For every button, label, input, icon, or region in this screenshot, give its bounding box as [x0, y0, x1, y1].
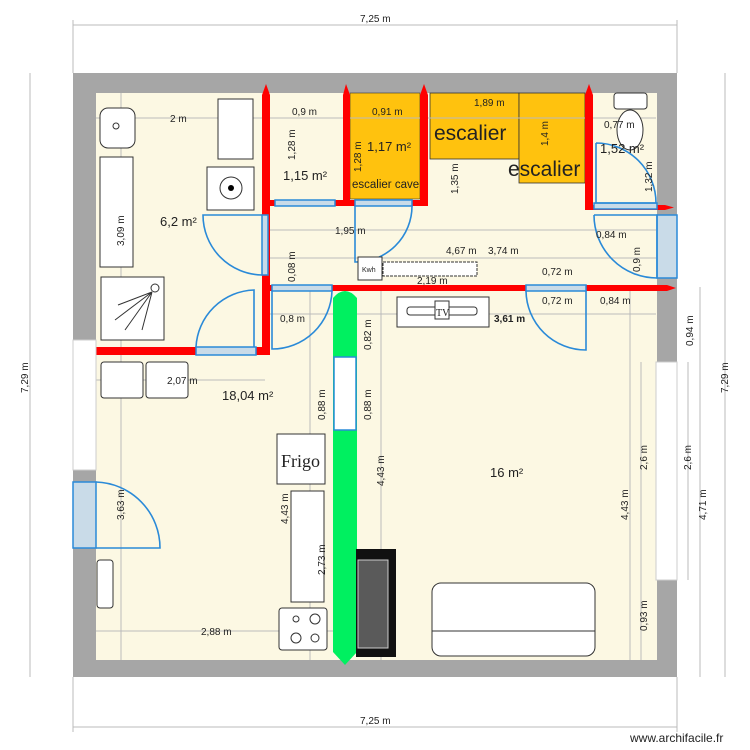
dim-radiator: 2,19 m [417, 276, 448, 287]
shower [100, 276, 165, 341]
watermark: www.archifacile.fr [629, 731, 723, 745]
fridge: Frigo [276, 433, 326, 485]
closet-area: 1,15 m² [283, 168, 328, 183]
dim-hall-0-08: 0,08 m [287, 251, 298, 282]
fireplace [356, 549, 396, 657]
meter-label: Kwh [362, 267, 376, 274]
dim-right-2-6-inner: 2,6 m [639, 445, 650, 470]
double-sink [100, 361, 189, 399]
dim-living-0-84: 0,84 m [600, 296, 631, 307]
kitchen-counter [290, 490, 325, 603]
dim-kitchen-2-07: 2,07 m [167, 376, 198, 387]
dim-opening-right: 0,88 m [363, 389, 374, 420]
dim-wc-door: 0,84 m [596, 230, 627, 241]
vertical-dimension-labels: 7,29 m 7,29 m 4,71 m 2,6 m 2,6 m 4,43 m … [20, 121, 731, 631]
radiator-left [96, 559, 114, 609]
washing-machine [217, 98, 254, 160]
tv-cabinet: TV [396, 296, 490, 328]
dim-stairs1-height: 1,35 m [450, 163, 461, 194]
dim-hall-4-67: 4,67 m [446, 246, 477, 257]
dimension-labels: 7,25 m 7,25 m 2 m 0,9 m 0,91 m 1,89 m 0,… [167, 14, 723, 745]
dim-bath-height: 3,09 m [116, 215, 127, 246]
dim-cellar-width: 0,91 m [372, 107, 403, 118]
dim-door-0-8: 0,8 m [280, 314, 305, 325]
dim-stairs-width: 1,89 m [474, 98, 505, 109]
sofa [431, 582, 596, 657]
dim-hall-3-74: 3,74 m [488, 246, 519, 257]
dim-wc-width: 0,77 m [604, 120, 635, 131]
tv-label: TV [436, 308, 450, 319]
dim-bath-width: 2 m [170, 114, 187, 125]
dim-wc-height: 1,32 m [644, 161, 655, 192]
dim-top-total: 7,25 m [360, 14, 391, 25]
electric-meter: Kwh [357, 256, 383, 281]
dim-wall-0-82: 0,82 m [363, 319, 374, 350]
sink-bathroom [99, 107, 136, 149]
fridge-label: Frigo [281, 451, 320, 471]
dim-closet-height: 1,28 m [287, 129, 298, 160]
dim-bottom-total: 7,25 m [360, 716, 391, 727]
bathtub [99, 156, 134, 268]
dim-left-total: 7,29 m [20, 362, 31, 393]
toilet [613, 92, 648, 151]
dim-wc-door-0-9: 0,9 m [632, 247, 643, 272]
kitchen-area: 18,04 m² [222, 388, 274, 403]
dim-stairs2-height: 1,4 m [540, 121, 551, 146]
door-left-swing[interactable] [95, 481, 161, 549]
window-right[interactable] [655, 361, 678, 581]
dim-right-0-93: 0,93 m [639, 600, 650, 631]
bathroom-area: 6,2 m² [160, 214, 198, 229]
new-wall [333, 291, 357, 665]
dim-living-0-72: 0,72 m [542, 296, 573, 307]
radiator-hall [382, 261, 478, 277]
cellar-stairs-area: 1,17 m² [367, 139, 412, 154]
dim-right-0-94: 0,94 m [685, 315, 696, 346]
dim-hall-width: 1,95 m [335, 226, 366, 237]
dim-kitchen-2-88: 2,88 m [201, 627, 232, 638]
dim-living-3-61: 3,61 m [494, 314, 525, 325]
living-area: 16 m² [490, 465, 524, 480]
wall-opening [333, 356, 357, 431]
cellar-stairs [349, 92, 421, 200]
dim-opening-left: 0,88 m [317, 389, 328, 420]
door-right-frame[interactable] [656, 214, 678, 279]
dim-right-2-6-outer: 2,6 m [683, 445, 694, 470]
stairs-2-label: escalier [508, 158, 580, 181]
dim-kitchen-4-43-left: 4,43 m [280, 493, 291, 524]
stove [278, 607, 328, 651]
dim-right-total: 7,29 m [720, 362, 731, 393]
dim-closet-width: 0,9 m [292, 107, 317, 118]
water-heater [206, 166, 255, 211]
dim-right-4-43: 4,43 m [620, 489, 631, 520]
stairs-1-label: escalier [434, 122, 506, 145]
dim-cellar-height: 1,28 m [353, 141, 364, 172]
window-left[interactable] [72, 339, 97, 471]
dim-kitchen-3-63: 3,63 m [116, 489, 127, 520]
dim-counter-2-73: 2,73 m [317, 544, 328, 575]
wc-area: 1,52 m² [600, 141, 645, 156]
dim-right-4-71: 4,71 m [698, 489, 709, 520]
dim-kitchen-4-43-right: 4,43 m [376, 455, 387, 486]
door-left-frame[interactable] [72, 481, 97, 549]
cellar-stairs-label: escalier cave [352, 179, 419, 191]
dim-hall-0-72: 0,72 m [542, 267, 573, 278]
